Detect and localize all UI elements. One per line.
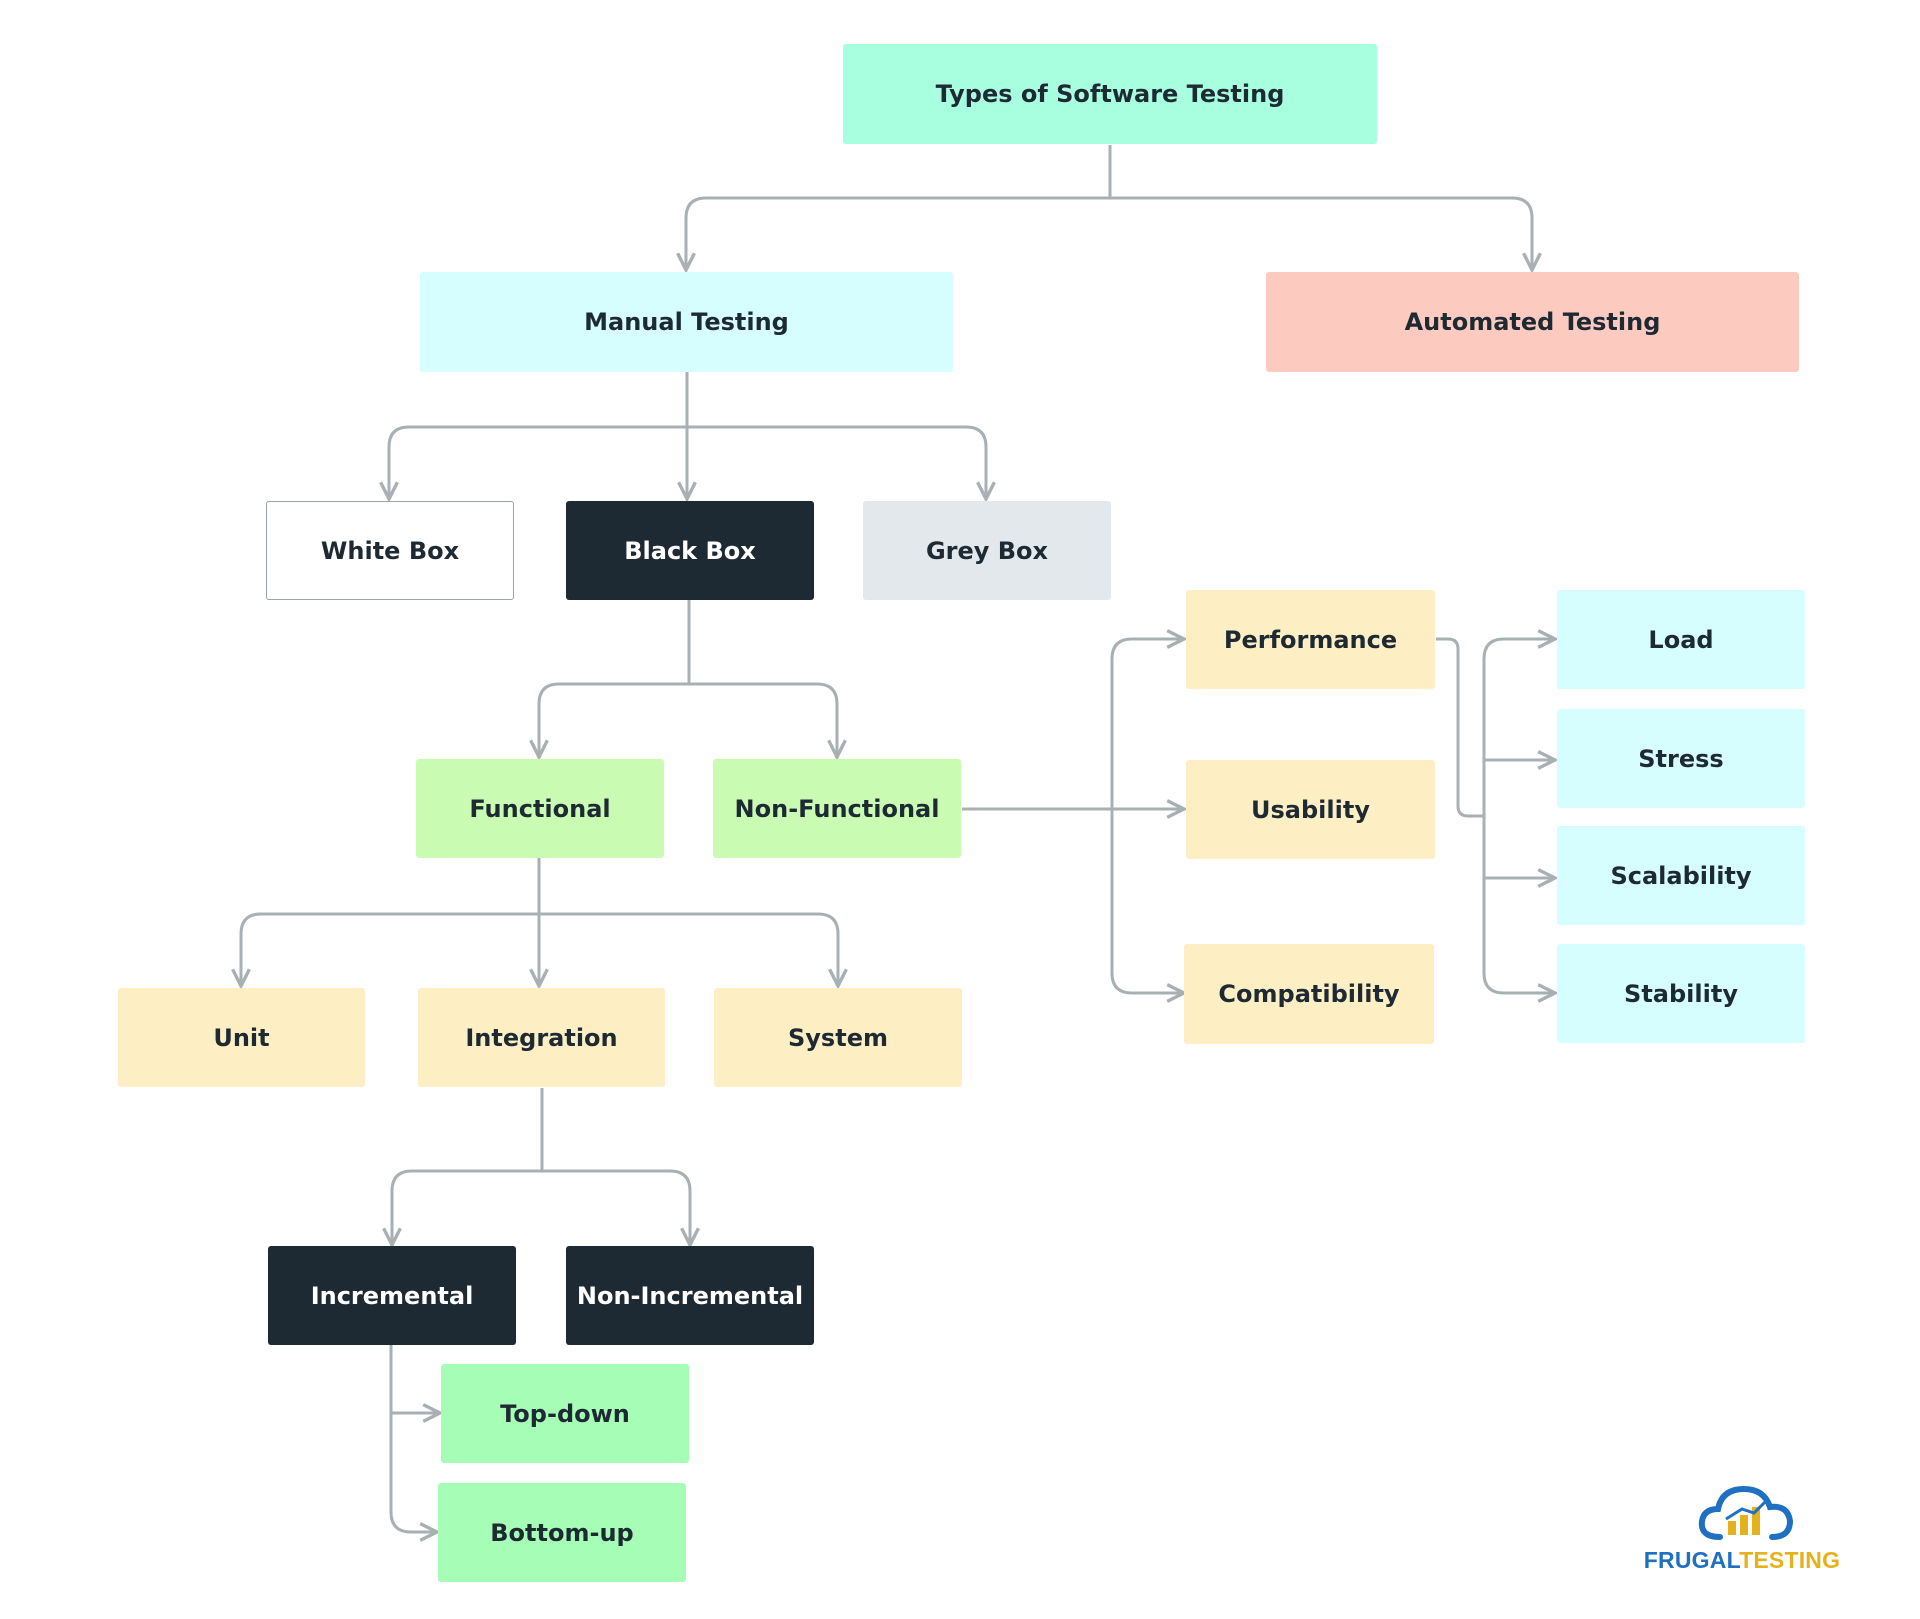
node-root: Types of Software Testing (843, 44, 1377, 144)
node-non-functional: Non-Functional (713, 759, 961, 858)
edge-integration-incremental (392, 1088, 544, 1245)
cloud-bar-chart-logo-icon (1698, 1485, 1794, 1540)
node-scalability: Scalability (1557, 826, 1805, 925)
node-top-down: Top-down (441, 1364, 689, 1463)
edge-nonfunctional-compatibility (1110, 809, 1184, 993)
edge-manual-greybox (687, 425, 986, 499)
node-compatibility: Compatibility (1184, 944, 1434, 1044)
edge-perf-load (1482, 639, 1555, 816)
edge-functional-unit (241, 858, 541, 986)
logo-wordmark-frugal: FRUGAL (1643, 1547, 1740, 1573)
logo-wordmark: FRUGALTESTING (1642, 1547, 1842, 1574)
node-white-box: White Box (266, 501, 514, 600)
node-unit: Unit (118, 988, 365, 1087)
node-grey-box: Grey Box (863, 501, 1111, 600)
edge-root-automated (1110, 196, 1532, 270)
edge-nonfunctional-performance (1110, 639, 1184, 809)
node-performance: Performance (1186, 590, 1435, 689)
node-manual-testing: Manual Testing (420, 272, 953, 372)
logo-wordmark-testing: TESTING (1739, 1547, 1841, 1573)
edge-blackbox-functional (539, 600, 691, 757)
node-black-box: Black Box (566, 501, 814, 600)
node-integration: Integration (418, 988, 665, 1087)
node-stability: Stability (1557, 944, 1805, 1043)
edge-integration-nonincremental (542, 1169, 690, 1245)
edge-performance-bus (1436, 637, 1484, 818)
node-bottom-up: Bottom-up (438, 1483, 686, 1582)
node-automated-testing: Automated Testing (1266, 272, 1799, 372)
node-incremental: Incremental (268, 1246, 516, 1345)
edge-root-children (686, 145, 1112, 270)
edge-manual-whitebox (389, 372, 689, 499)
node-stress: Stress (1557, 709, 1805, 808)
frugal-testing-logo: FRUGALTESTING (1642, 1475, 1842, 1575)
edge-functional-system (539, 912, 838, 986)
node-usability: Usability (1186, 760, 1435, 859)
edge-incremental-bottomup (389, 1413, 437, 1532)
node-non-incremental: Non-Incremental (566, 1246, 814, 1345)
node-system: System (714, 988, 962, 1087)
edge-blackbox-nonfunctional (689, 682, 837, 757)
edge-incremental-topdown (389, 1345, 440, 1413)
node-functional: Functional (416, 759, 664, 858)
edge-perf-stability (1482, 816, 1555, 993)
node-load: Load (1557, 590, 1805, 689)
